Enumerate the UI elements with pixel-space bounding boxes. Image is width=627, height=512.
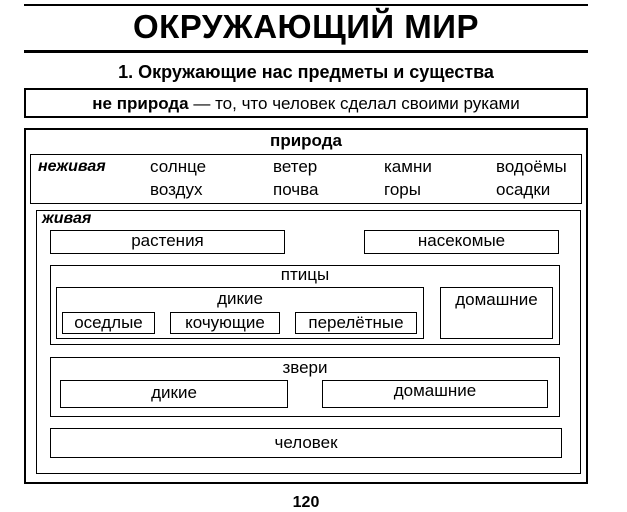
- nature-label: природа: [270, 131, 342, 150]
- birds-migratory-box: перелётные: [295, 312, 417, 334]
- plants-label: растения: [131, 231, 204, 250]
- animals-domestic-box: домашние: [322, 380, 548, 408]
- nonliving-label: неживая: [38, 158, 106, 175]
- nonliving-item-waters: водоёмы: [496, 157, 567, 176]
- animals-wild-label: дикие: [151, 383, 197, 402]
- plants-box: растения: [50, 230, 285, 254]
- birds-sedentary-label: оседлые: [74, 313, 143, 332]
- living-box: [36, 210, 581, 474]
- human-label: человек: [274, 433, 338, 452]
- section-subtitle: 1. Окружающие нас предметы и существа: [118, 62, 494, 82]
- human-box: человек: [50, 428, 562, 458]
- birds-nomadic-label: кочующие: [185, 313, 265, 332]
- birds-domestic-label: домашние: [455, 290, 538, 309]
- insects-label: насекомые: [417, 231, 506, 250]
- birds-box: [50, 265, 560, 345]
- animals-wild-box: дикие: [60, 380, 288, 408]
- definition-term: не природа: [92, 94, 189, 113]
- definition-box: не природа — то, что человек сделал свои…: [24, 88, 588, 118]
- nonliving-item-wind: ветер: [273, 157, 318, 176]
- birds-migratory-label: перелётные: [308, 313, 404, 332]
- page-number: 120: [292, 494, 320, 511]
- top-rule: [24, 4, 588, 6]
- living-label: живая: [42, 210, 92, 227]
- page-title: ОКРУЖАЮЩИЙ МИР: [132, 8, 480, 45]
- animals-box: [50, 357, 560, 417]
- nonliving-item-soil: почва: [273, 180, 319, 199]
- birds-wild-box: [56, 287, 424, 339]
- definition-text: — то, что человек сделал своими руками: [188, 94, 520, 113]
- birds-wild-label: дикие: [217, 289, 263, 308]
- nonliving-item-sun: солнце: [150, 157, 207, 176]
- nonliving-item-air: воздух: [150, 180, 203, 199]
- nonliving-item-mountains: горы: [384, 180, 421, 199]
- birds-nomadic-box: кочующие: [170, 312, 280, 334]
- animals-domestic-label: домашние: [393, 381, 477, 400]
- title-rule: [24, 50, 588, 53]
- nonliving-item-precipitation: осадки: [496, 180, 551, 199]
- nonliving-item-stones: камни: [384, 157, 432, 176]
- birds-label: птицы: [280, 265, 330, 284]
- birds-domestic-box: домашние: [440, 287, 553, 339]
- animals-label: звери: [282, 358, 328, 377]
- birds-sedentary-box: оседлые: [62, 312, 155, 334]
- nonliving-box: [30, 154, 582, 204]
- insects-box: насекомые: [364, 230, 559, 254]
- nature-box: [24, 128, 588, 484]
